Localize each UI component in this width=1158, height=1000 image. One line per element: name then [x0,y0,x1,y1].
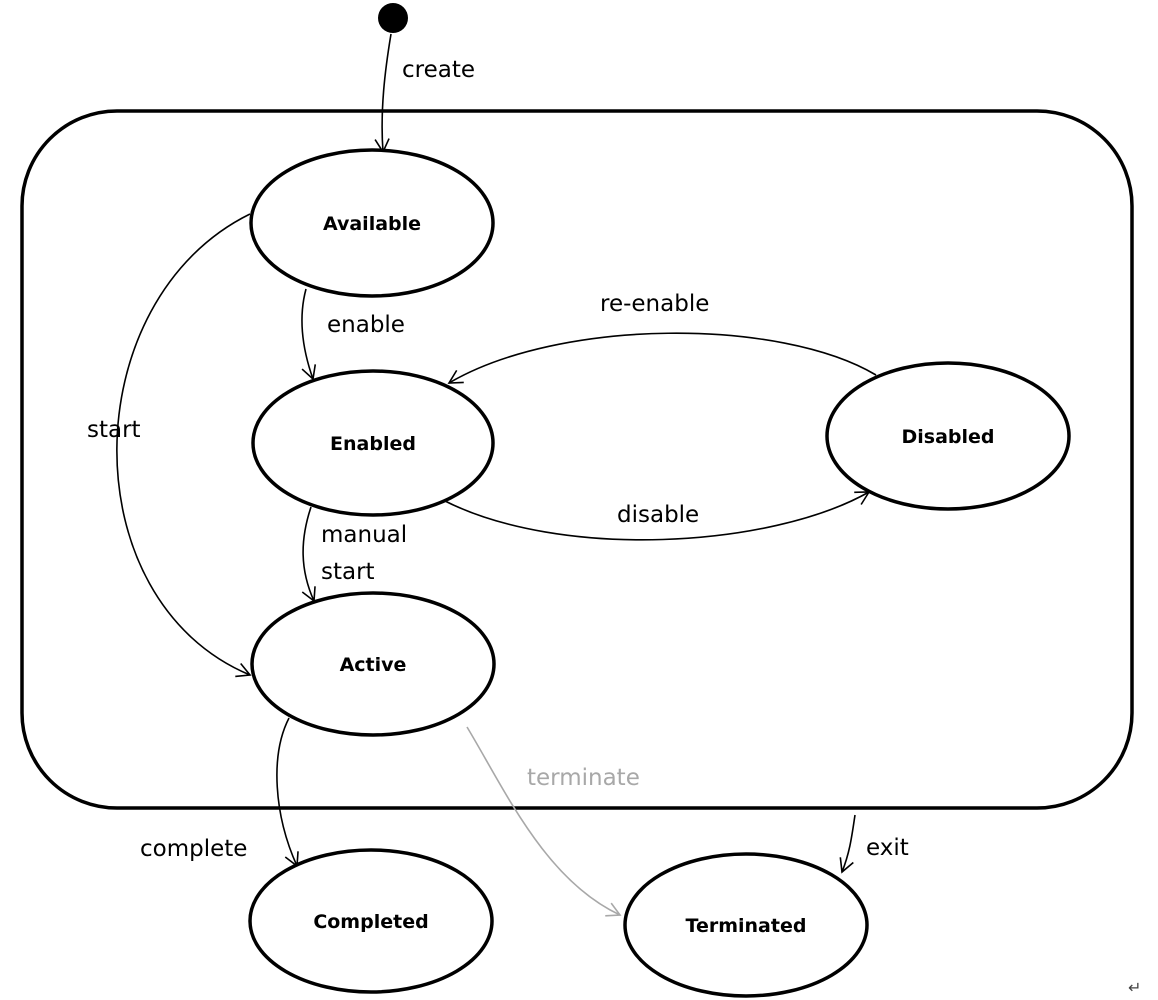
initial-state-icon [378,3,408,33]
transition-re-enable [447,332,877,384]
state-terminated-label: Terminated [686,915,807,937]
label-complete: complete [140,836,247,862]
label-create: create [402,57,475,83]
state-active-label: Active [340,654,407,676]
label-manual-start-line1: manual [321,522,407,548]
composite-state-boundary [20,109,1134,810]
state-disabled-label: Disabled [901,426,994,448]
label-manual-start-line2: start [321,559,375,585]
return-arrow-icon: ↵ [1128,978,1142,997]
label-re-enable: re-enable [600,291,709,317]
label-start: start [87,417,141,443]
transition-exit [839,814,856,874]
label-disable: disable [617,502,699,528]
state-active: Active [250,591,496,737]
transition-complete [276,717,299,868]
state-terminated: Terminated [623,852,869,998]
state-completed: Completed [248,848,494,994]
transition-disable [442,491,871,541]
label-enable: enable [327,312,405,338]
state-disabled: Disabled [825,361,1071,511]
transition-manual-start [301,506,316,603]
state-completed-label: Completed [313,911,428,933]
transition-enable [301,288,317,381]
label-exit: exit [866,835,909,861]
transition-terminate [466,726,622,917]
state-available-label: Available [323,213,421,235]
label-terminate: terminate [527,765,640,791]
transition-start [116,213,252,678]
transition-create [374,33,392,154]
state-enabled: Enabled [251,369,495,517]
state-enabled-label: Enabled [330,433,416,455]
state-available: Available [249,148,495,298]
